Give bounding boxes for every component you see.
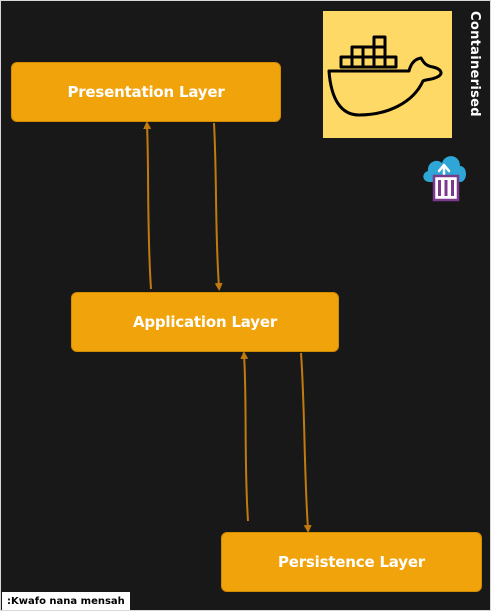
application-layer-box[interactable]: Application Layer <box>71 292 339 352</box>
arrow-persistence-to-application <box>240 351 249 522</box>
arrow-presentation-to-application <box>213 122 223 291</box>
application-layer-label: Application Layer <box>132 313 278 331</box>
persistence-layer-box[interactable]: Persistence Layer <box>221 532 482 592</box>
cloud-upload-container-icon <box>420 148 468 202</box>
docker-whale-icon <box>323 11 452 138</box>
containerised-label: Containerised <box>467 11 482 117</box>
presentation-layer-box[interactable]: Presentation Layer <box>11 62 281 122</box>
arrow-application-to-presentation <box>143 121 152 290</box>
author-tag: :Kwafo nana mensah <box>2 592 130 610</box>
arrow-application-to-persistence <box>300 352 312 533</box>
persistence-layer-label: Persistence Layer <box>277 553 426 571</box>
presentation-layer-label: Presentation Layer <box>67 83 225 101</box>
